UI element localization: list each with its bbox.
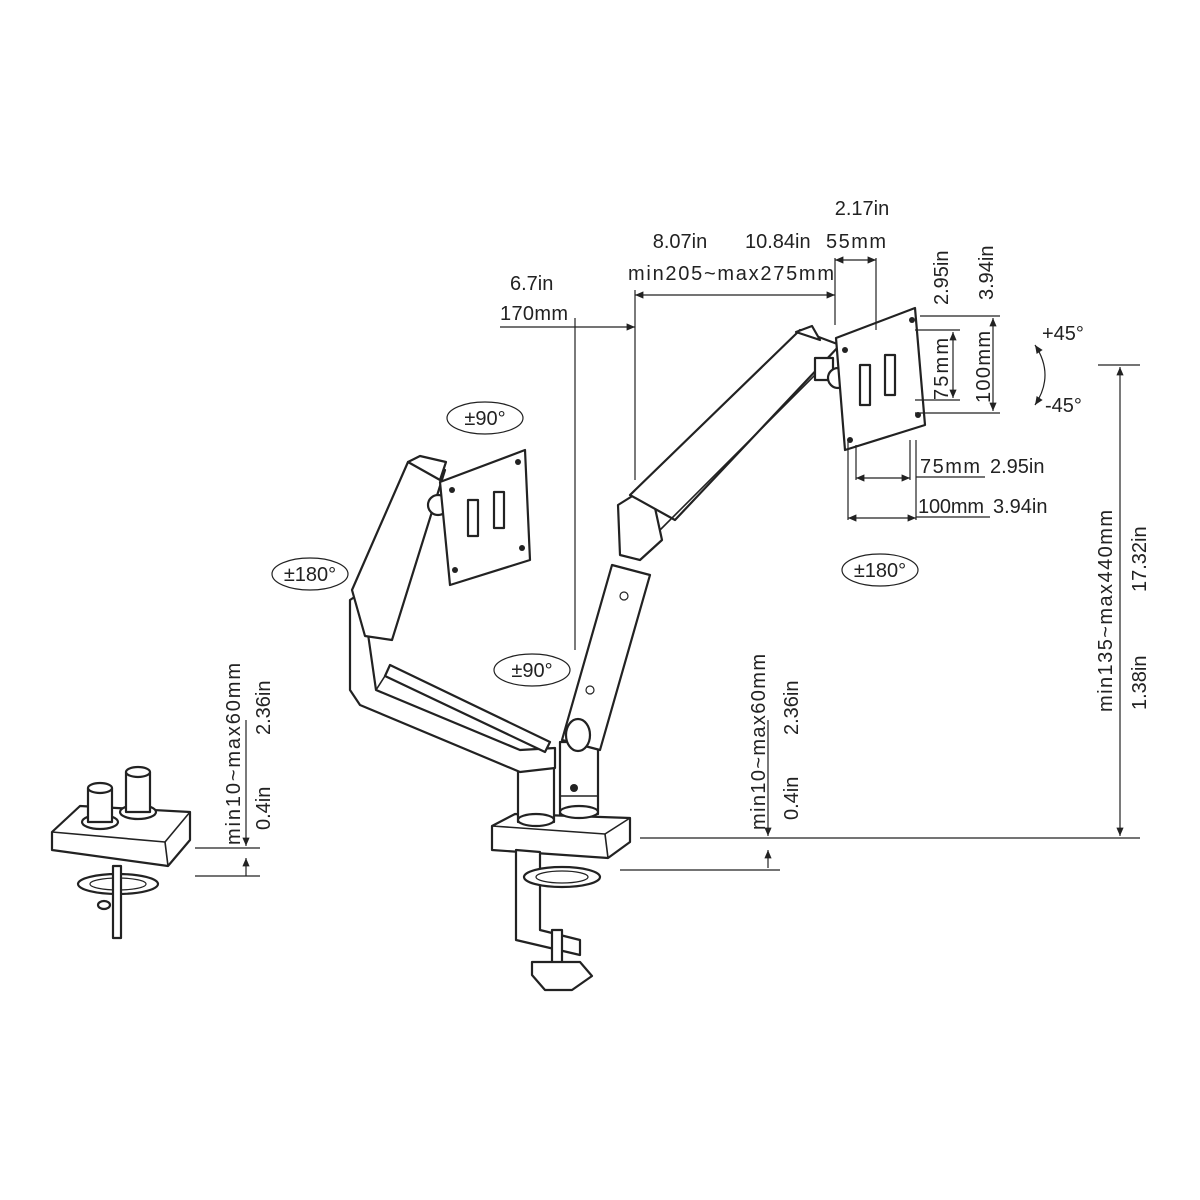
label-rotate-left-top: ±90° <box>464 408 505 430</box>
label-forearm-in: 6.7in <box>510 273 553 295</box>
right-vesa-plate <box>834 306 927 452</box>
right-arm-illustration <box>560 306 927 753</box>
left-vesa-plate <box>438 448 532 587</box>
label-height-min-in: 1.38in <box>1129 656 1151 711</box>
left-arm-illustration <box>348 448 557 774</box>
label-pan-offset-in: 2.17in <box>835 198 890 220</box>
label-vesa-h-small-mm: 75mm <box>920 456 980 478</box>
label-arm-range-mm: min205~max275mm <box>628 263 834 285</box>
label-tilt-up: +45° <box>1042 323 1084 345</box>
label-vesa-v-small-mm: 75mm <box>931 338 953 400</box>
dimension-lines <box>195 256 1140 877</box>
label-forearm-mm: 170mm <box>500 303 568 325</box>
label-arm-min-in: 8.07in <box>653 231 708 253</box>
label-rotate-right-swivel: ±180° <box>854 560 906 582</box>
label-height-range-mm: min135~max440mm <box>1095 510 1117 712</box>
label-vesa-h-large-mm: 100mm <box>918 496 984 518</box>
label-height-max-in: 17.32in <box>1129 526 1151 592</box>
grommet-mount-illustration <box>50 765 192 940</box>
label-clamp-min-in: 0.4in <box>781 777 803 820</box>
rotation-indicators <box>271 401 919 687</box>
label-arm-max-in: 10.84in <box>745 231 811 253</box>
label-grommet-max-in: 2.36in <box>253 681 275 736</box>
label-rotate-center: ±90° <box>511 660 552 682</box>
label-clamp-range-mm: min10~max60mm <box>748 654 770 830</box>
rotate-icon-left-swivel <box>271 557 349 591</box>
tilt-arrow-icon <box>1034 344 1046 406</box>
label-vesa-h-large-in: 3.94in <box>993 496 1048 518</box>
label-vesa-v-large-mm: 100mm <box>973 331 995 403</box>
label-grommet-min-in: 0.4in <box>253 787 275 830</box>
label-vesa-v-large-in: 3.94in <box>976 246 998 301</box>
rotate-icon-left-top <box>446 401 524 435</box>
label-grommet-range-mm: min10~max60mm <box>223 663 245 845</box>
label-vesa-v-small-in: 2.95in <box>931 251 953 306</box>
label-clamp-max-in: 2.36in <box>781 681 803 736</box>
label-vesa-h-small-in: 2.95in <box>990 456 1045 478</box>
label-pan-offset-mm: 55mm <box>826 231 886 253</box>
label-tilt-down: -45° <box>1045 395 1082 417</box>
label-rotate-left-swivel: ±180° <box>284 564 336 586</box>
desk-clamp-illustration <box>490 812 632 992</box>
rotate-icon-right-swivel <box>841 553 919 587</box>
rotate-icon-center <box>493 653 571 687</box>
dimension-labels: 2.17in 8.07in 10.84in 55mm min205~max275… <box>223 198 1151 845</box>
